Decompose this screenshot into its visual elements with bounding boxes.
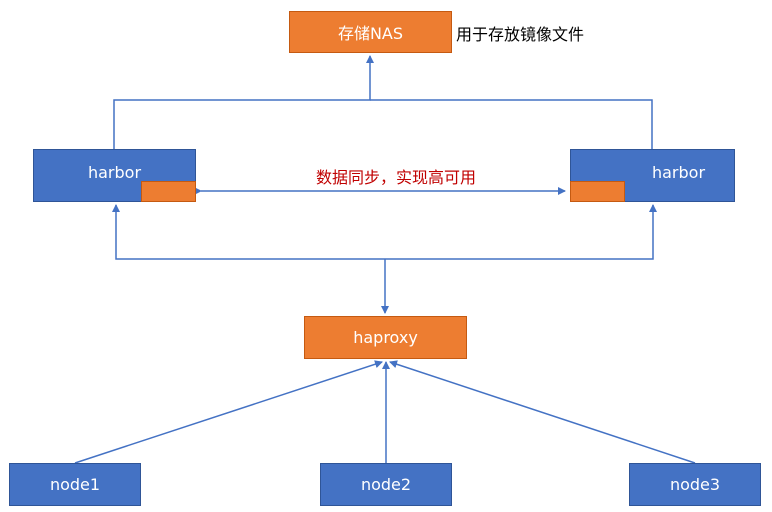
sync-note: 数据同步，实现高可用 [316, 168, 477, 187]
harbor-left-sync-badge [141, 181, 196, 202]
node3-to-haproxy-connector [389, 360, 696, 464]
nas-storage-label: 存储NAS [337, 24, 404, 43]
node1-box: node1 [9, 463, 141, 506]
node1-to-haproxy-connector [74, 360, 383, 464]
node2-box: node2 [320, 463, 452, 506]
harbor-left-label: harbor [87, 163, 142, 182]
harbor-left-to-nas-connector [113, 55, 374, 149]
node1-label: node1 [49, 475, 101, 494]
haproxy-to-harbor-left-connector [112, 204, 385, 260]
haproxy-box: haproxy [304, 316, 467, 359]
nas-storage-box: 存储NAS [289, 11, 452, 53]
haproxy-to-harbor-right-connector [385, 204, 657, 260]
haproxy-label: haproxy [353, 328, 418, 347]
node3-box: node3 [629, 463, 761, 506]
harbor-right-sync-badge [570, 181, 625, 202]
nas-storage-note: 用于存放镜像文件 [456, 25, 585, 44]
harbor-right-to-nas-connector [370, 99, 653, 149]
node2-label: node2 [360, 475, 412, 494]
harbor-right-label: harbor [651, 163, 706, 182]
node3-label: node3 [669, 475, 721, 494]
